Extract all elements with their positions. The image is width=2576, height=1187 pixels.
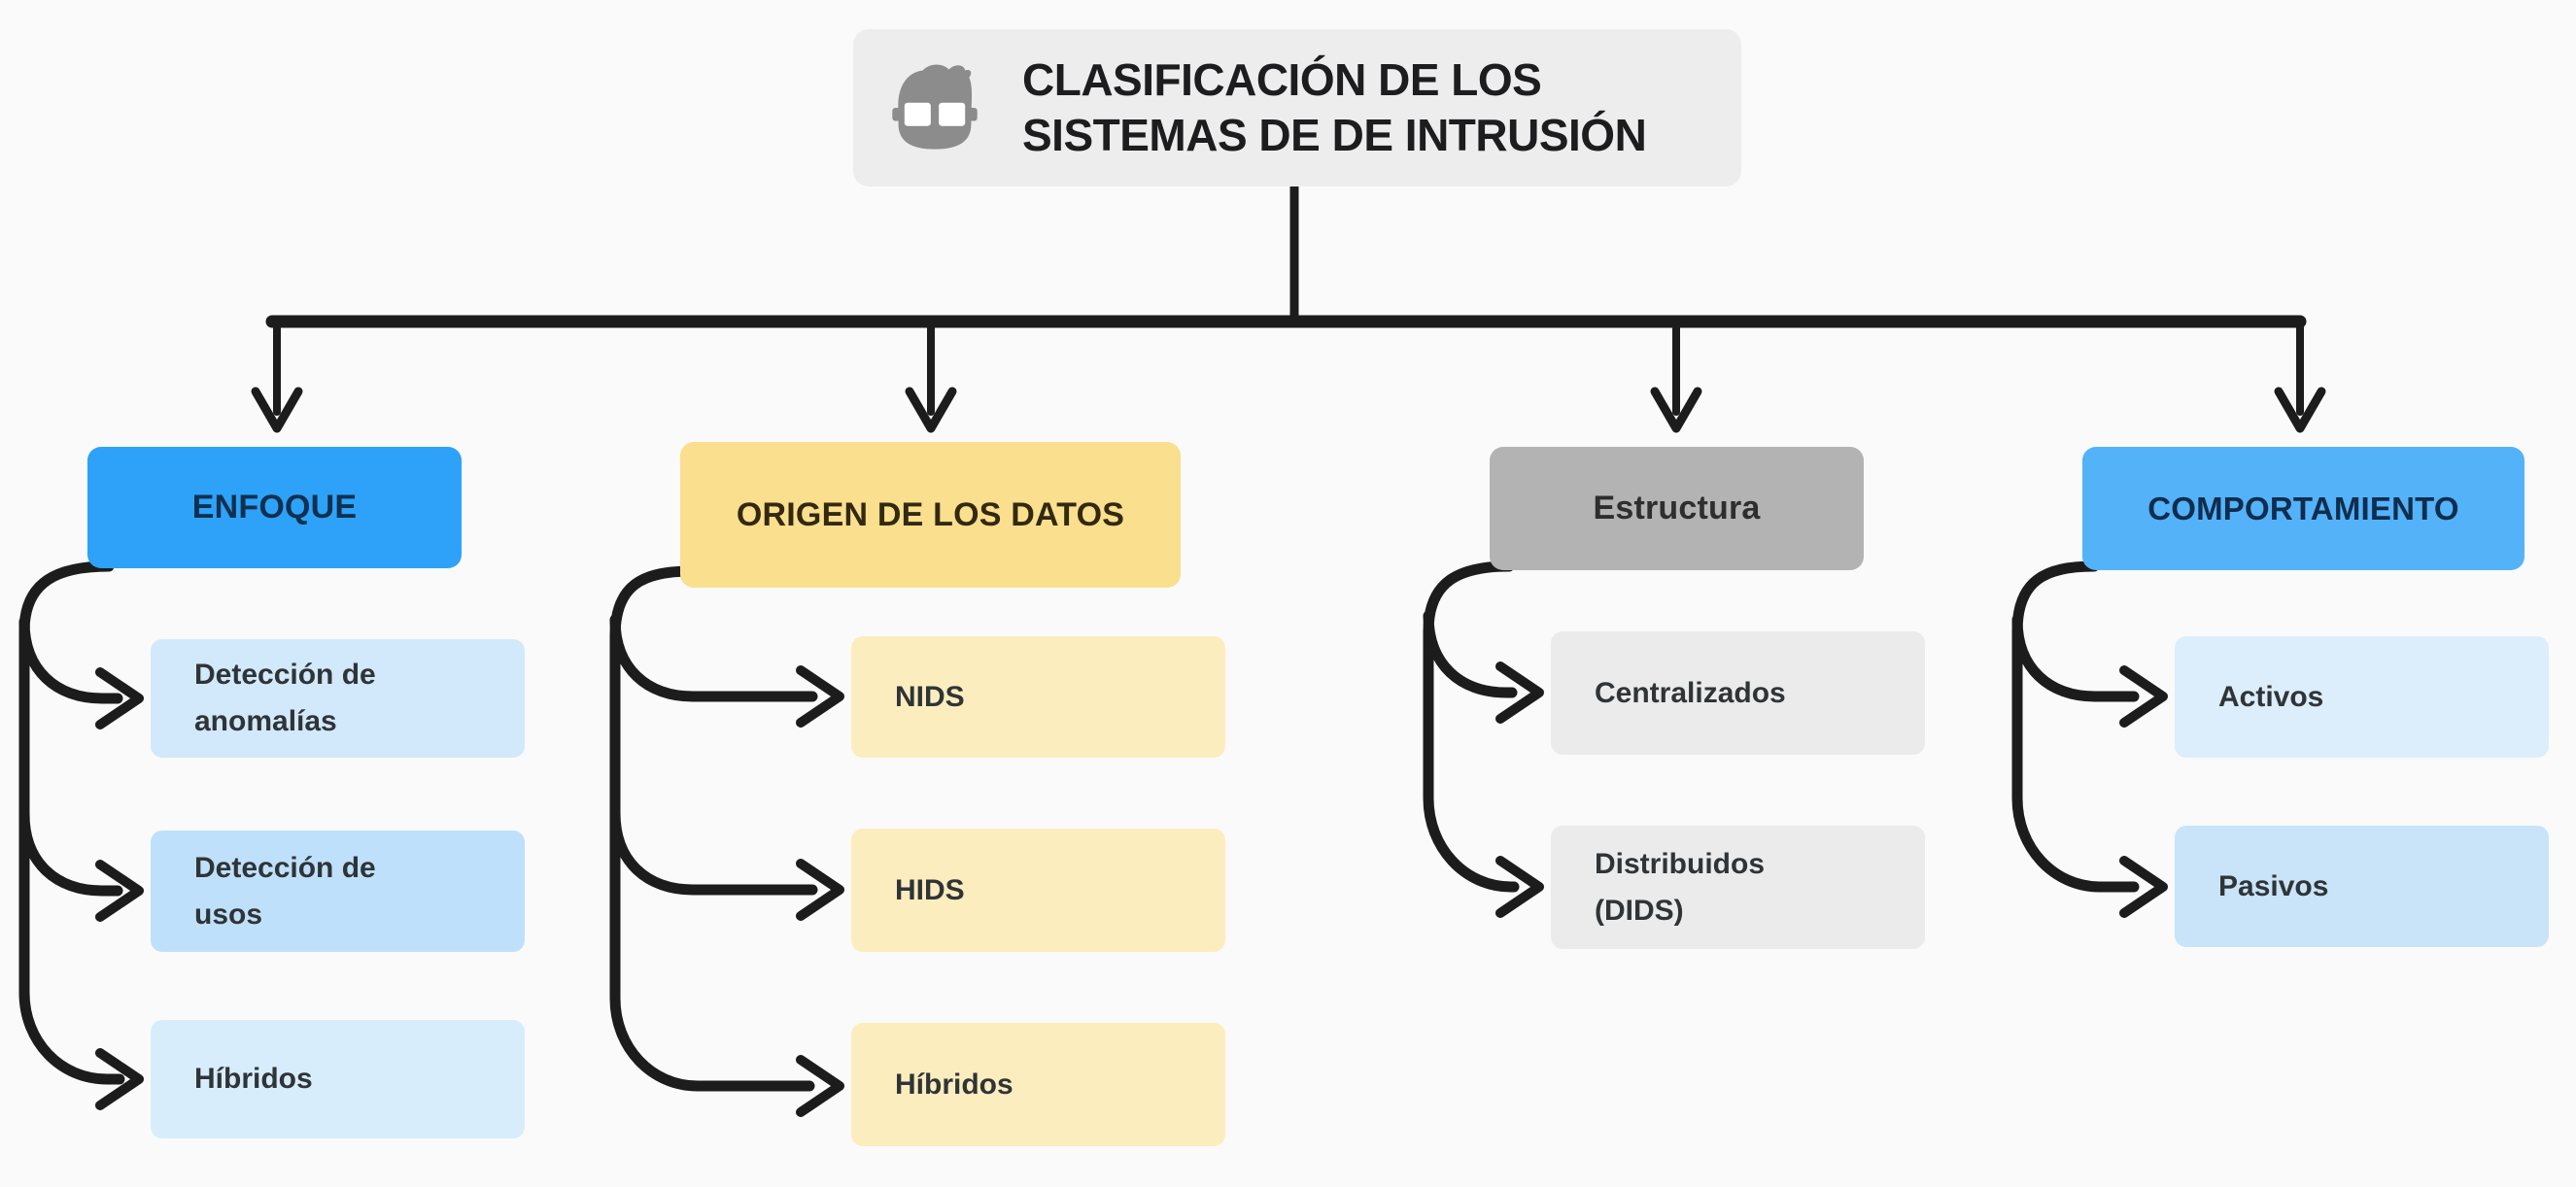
title-line-1: CLASIFICACIÓN DE LOS [1022,53,1542,105]
branch-origen-de-los-datos: ORIGEN DE LOS DATOS [680,442,1181,588]
node-deteccion-de-anomalias: Detección de anomalías [151,639,525,758]
node-hids: HIDS [851,829,1225,952]
branch-comportamiento: COMPORTAMIENTO [2082,447,2524,570]
node-hibridos-origen: Híbridos [851,1023,1225,1146]
branch-enfoque: ENFOQUE [87,447,462,568]
geek-face-icon [892,64,978,150]
node-hibridos-enfoque: Híbridos [151,1020,525,1138]
title-line-2: SISTEMAS DE DE INTRUSIÓN [1022,110,1647,160]
node-nids: NIDS [851,636,1225,758]
node-centralizados: Centralizados [1551,631,1925,755]
node-pasivos: Pasivos [2175,826,2549,947]
node-distribuidos-dids: Distribuidos (DIDS) [1551,826,1925,949]
node-activos: Activos [2175,636,2549,758]
branch-estructura: Estructura [1490,447,1864,570]
node-deteccion-de-usos: Detección de usos [151,831,525,952]
root-node: CLASIFICACIÓN DE LOS SISTEMAS DE DE INTR… [853,29,1741,187]
diagram-title: CLASIFICACIÓN DE LOS SISTEMAS DE DE INTR… [1022,52,1647,164]
